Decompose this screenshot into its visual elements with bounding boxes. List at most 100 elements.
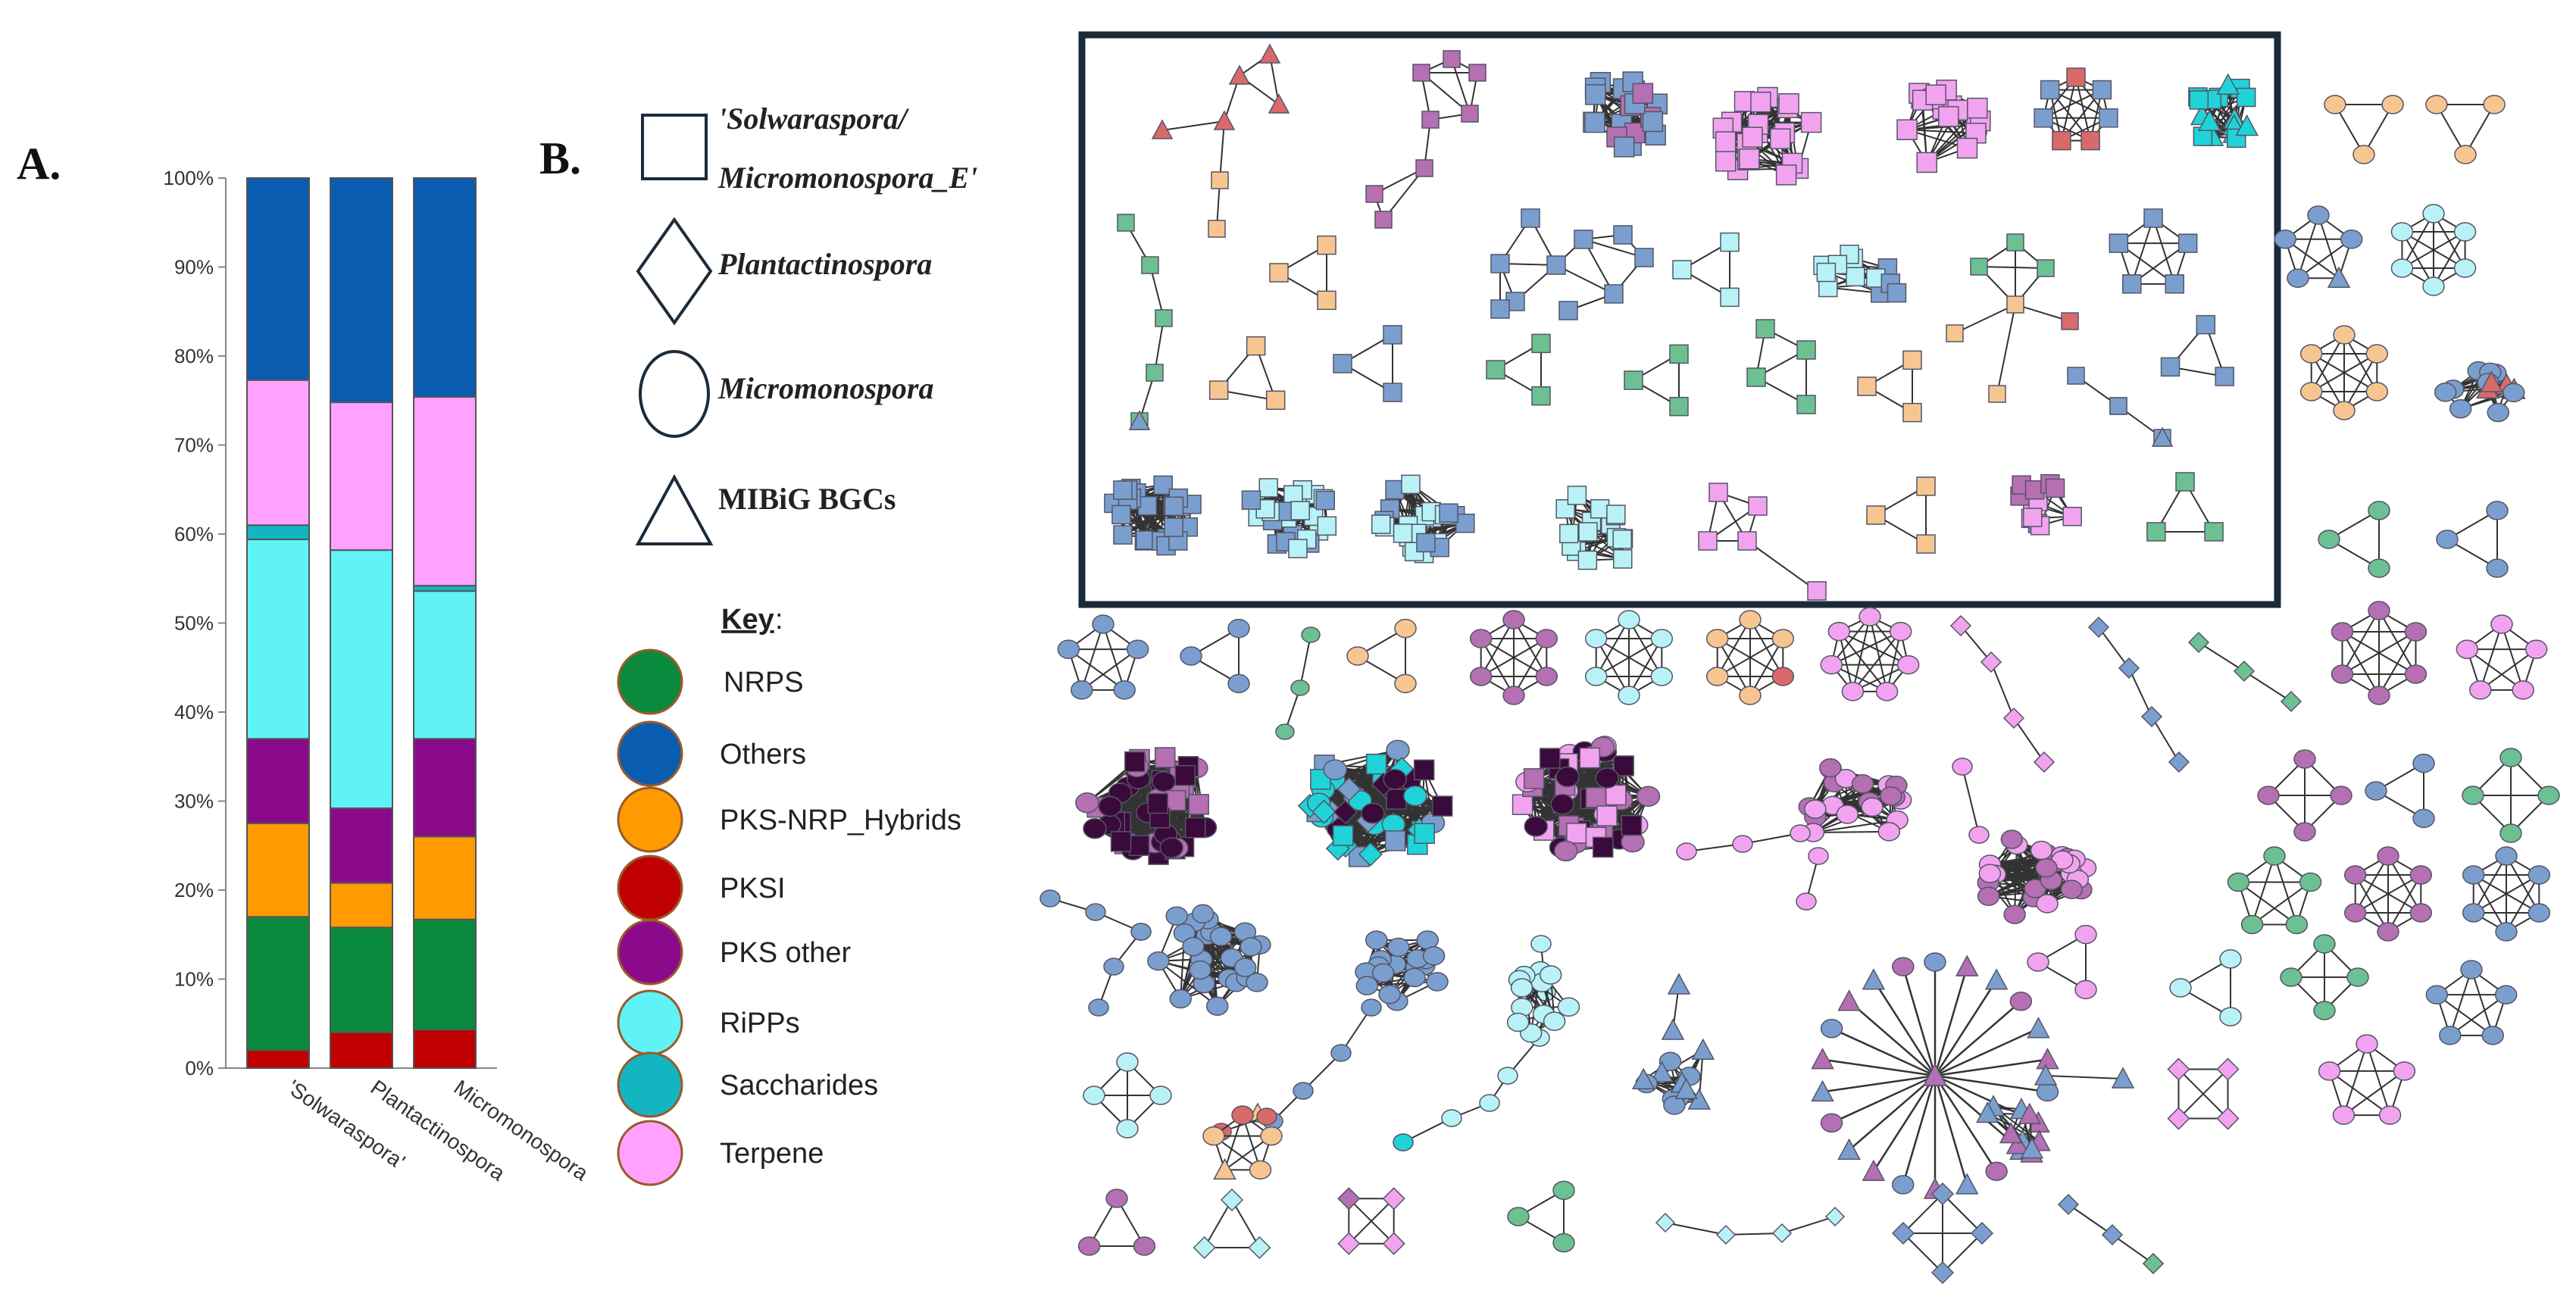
network-node-square (1613, 136, 1635, 158)
network-node-square (1988, 385, 2006, 403)
network-edge (1831, 1074, 1936, 1124)
network-edge (2480, 648, 2537, 691)
network-node-circle (2512, 680, 2534, 700)
network-node-circle (2352, 145, 2375, 164)
network-node-diamond (2167, 1107, 2190, 1130)
network-node-triangle (1128, 410, 1151, 430)
network-node-square (1269, 263, 1289, 283)
network-node-square (1523, 768, 1545, 789)
network-edge (1665, 1222, 1727, 1236)
network-node-circle (1249, 1160, 1272, 1180)
network-node-square (2160, 357, 2181, 377)
network-edge (2401, 231, 2434, 287)
network-node-square (1866, 505, 1886, 525)
network-node-square (1110, 831, 1132, 852)
network-node-square (1374, 211, 1393, 229)
network-node-square (1383, 325, 1402, 345)
network-node-circle (1130, 923, 1152, 941)
network-node-circle (2528, 903, 2551, 923)
network-node-square (1208, 380, 1229, 400)
network-edge (2501, 623, 2524, 691)
network-node-circle (1301, 626, 1321, 643)
legend-square-shape (641, 114, 708, 180)
network-node-circle (1705, 667, 1729, 686)
y-tick-label: 50% (174, 612, 214, 635)
network-node-square (1414, 823, 1435, 844)
network-node-circle (1851, 774, 1874, 794)
network-node-circle (1820, 1113, 1843, 1133)
network-node-triangle (2235, 114, 2259, 136)
network-edge (1717, 638, 1784, 677)
network-node-triangle (2480, 370, 2503, 392)
network-node-square (1439, 503, 1458, 523)
network-node-circle (1469, 667, 1493, 686)
network-node-circle (2332, 1105, 2356, 1125)
key-swatch (617, 854, 683, 921)
network-edge (1068, 648, 1125, 691)
network-node-diamond (1980, 651, 2002, 673)
network-node-triangle (1674, 1077, 1698, 1100)
network-node-diamond (1771, 1223, 1793, 1244)
bar-segment (413, 396, 477, 587)
legend-diamond-shape (636, 217, 713, 326)
network-node-triangle (1862, 968, 1886, 990)
network-edge (2152, 217, 2176, 285)
network-node-circle (1968, 826, 1990, 844)
network-node-circle (2368, 686, 2390, 705)
network-node-circle (1422, 946, 1446, 966)
network-node-square (1715, 151, 1737, 172)
network-node-circle (2393, 1061, 2416, 1081)
y-tick-label: 70% (174, 434, 214, 457)
network-node-square (2177, 233, 2198, 253)
network-node-circle (1169, 989, 1192, 1009)
network-node-circle (1165, 906, 1188, 926)
network-node-square (1184, 817, 1206, 839)
network-node-circle (1891, 957, 1915, 976)
network-node-circle (2439, 1026, 2462, 1045)
network-node-circle (2009, 992, 2033, 1011)
network-node-diamond (1311, 799, 1336, 824)
network-node-circle (2368, 501, 2390, 520)
network-node-circle (2293, 749, 2316, 769)
network-node-square (1642, 111, 1664, 133)
network-edge (1848, 1000, 1936, 1076)
bar-segment (413, 738, 477, 838)
network-node-diamond (1220, 1188, 1244, 1212)
network-node-square (1315, 490, 1335, 511)
network-edge (1886, 631, 1902, 692)
network-node-circle (1819, 758, 1842, 778)
network-edge (1934, 1027, 2039, 1077)
network-edge (1231, 1199, 1261, 1248)
network-node-square (1902, 350, 1922, 370)
network-node-circle (1497, 1067, 1518, 1085)
network-node-circle (2169, 978, 2192, 998)
network-node-square (2175, 472, 2195, 492)
network-node-square (1567, 486, 1587, 505)
network-node-circle (1149, 1086, 1172, 1105)
network-node-circle (1650, 667, 1674, 686)
network-node-circle (1739, 686, 1762, 705)
network-node-circle (2285, 914, 2309, 935)
network-node-square (1796, 395, 1816, 414)
network-node-square (1386, 789, 1407, 810)
network-node-circle (1403, 785, 1427, 807)
network-node-triangle (1955, 954, 1979, 976)
network-edge (1934, 1075, 1998, 1172)
network-node-circle (2257, 786, 2280, 805)
network-edge (2112, 1234, 2154, 1264)
network-node-circle (1663, 1095, 1686, 1115)
network-node-circle (1507, 1207, 1530, 1226)
network-node-diamond (2002, 707, 2025, 729)
network-node-circle (1346, 646, 1369, 666)
network-node-square (1188, 794, 1209, 815)
network-edge (2013, 717, 2045, 763)
key-swatch (617, 919, 683, 986)
bar-segment (330, 1032, 393, 1069)
network-edge (2342, 631, 2416, 675)
network-edge (2473, 874, 2540, 914)
network-node-circle (2453, 258, 2477, 278)
network-node-square (1807, 581, 1827, 601)
network-edge (2318, 214, 2340, 279)
network-node-square (2092, 80, 2112, 100)
network-node-square (1136, 530, 1155, 550)
